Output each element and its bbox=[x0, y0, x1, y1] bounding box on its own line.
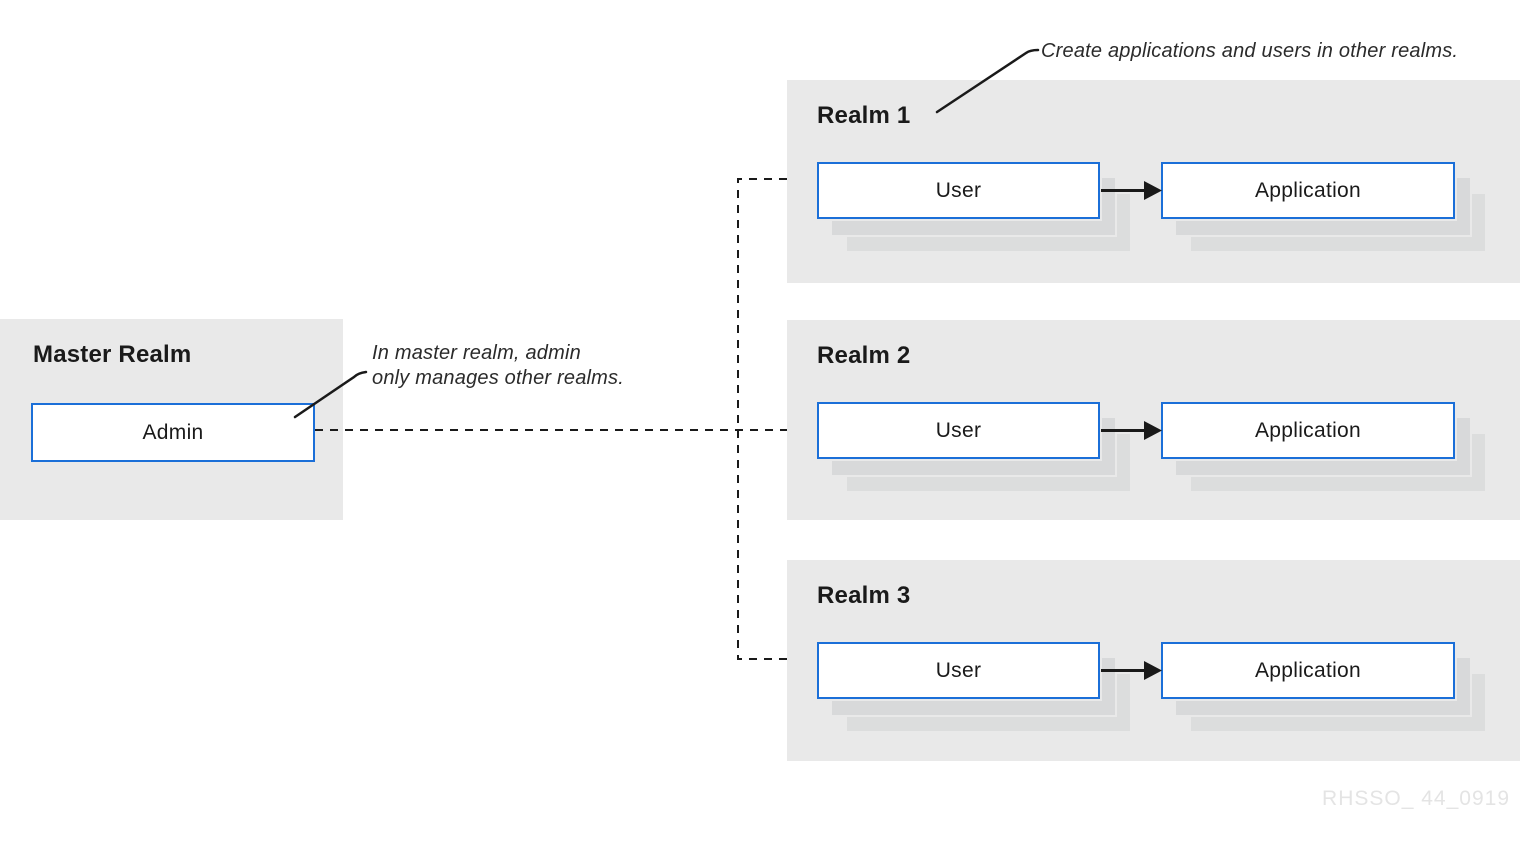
realm-2-application-box: Application bbox=[1159, 400, 1485, 491]
realm-3-panel: Realm 3 User Application bbox=[787, 560, 1520, 761]
master-realm-title: Master Realm bbox=[33, 341, 192, 368]
realm-3-application-box: Application bbox=[1159, 640, 1485, 731]
realms-annotation: Create applications and users in other r… bbox=[1041, 40, 1459, 62]
user-box-label: User bbox=[935, 178, 982, 202]
realm-2-user-box: User bbox=[815, 400, 1130, 491]
admin-box-label: Admin bbox=[142, 420, 204, 444]
user-box-frame: User bbox=[815, 400, 1102, 461]
realm-2-title: Realm 2 bbox=[817, 342, 911, 369]
realm-3-title: Realm 3 bbox=[817, 582, 911, 609]
realm-1-panel: Realm 1 User Application bbox=[787, 80, 1520, 283]
realm-1-application-box: Application bbox=[1159, 160, 1485, 251]
realm-1-user-box: User bbox=[815, 160, 1130, 251]
user-box-frame: User bbox=[815, 640, 1102, 701]
application-box-label: Application bbox=[1254, 178, 1362, 202]
admin-box-frame: Admin bbox=[29, 401, 317, 464]
application-box-frame: Application bbox=[1159, 640, 1457, 701]
dashed-connector-spine bbox=[737, 178, 787, 660]
application-box-frame: Application bbox=[1159, 160, 1457, 221]
master-realm-annotation: In master realm, admin only manages othe… bbox=[372, 342, 624, 389]
watermark-text: RHSSO_ 44_0919 bbox=[1322, 787, 1510, 810]
master-realm-panel: Master Realm Admin bbox=[0, 319, 343, 520]
user-box-label: User bbox=[935, 418, 982, 442]
application-box-label: Application bbox=[1254, 658, 1362, 682]
user-box-frame: User bbox=[815, 160, 1102, 221]
realm-2-panel: Realm 2 User Application bbox=[787, 320, 1520, 520]
application-box-frame: Application bbox=[1159, 400, 1457, 461]
application-box-label: Application bbox=[1254, 418, 1362, 442]
realm-1-title: Realm 1 bbox=[817, 102, 911, 129]
admin-box: Admin bbox=[29, 401, 317, 464]
realm-3-user-box: User bbox=[815, 640, 1130, 731]
user-box-label: User bbox=[935, 658, 982, 682]
